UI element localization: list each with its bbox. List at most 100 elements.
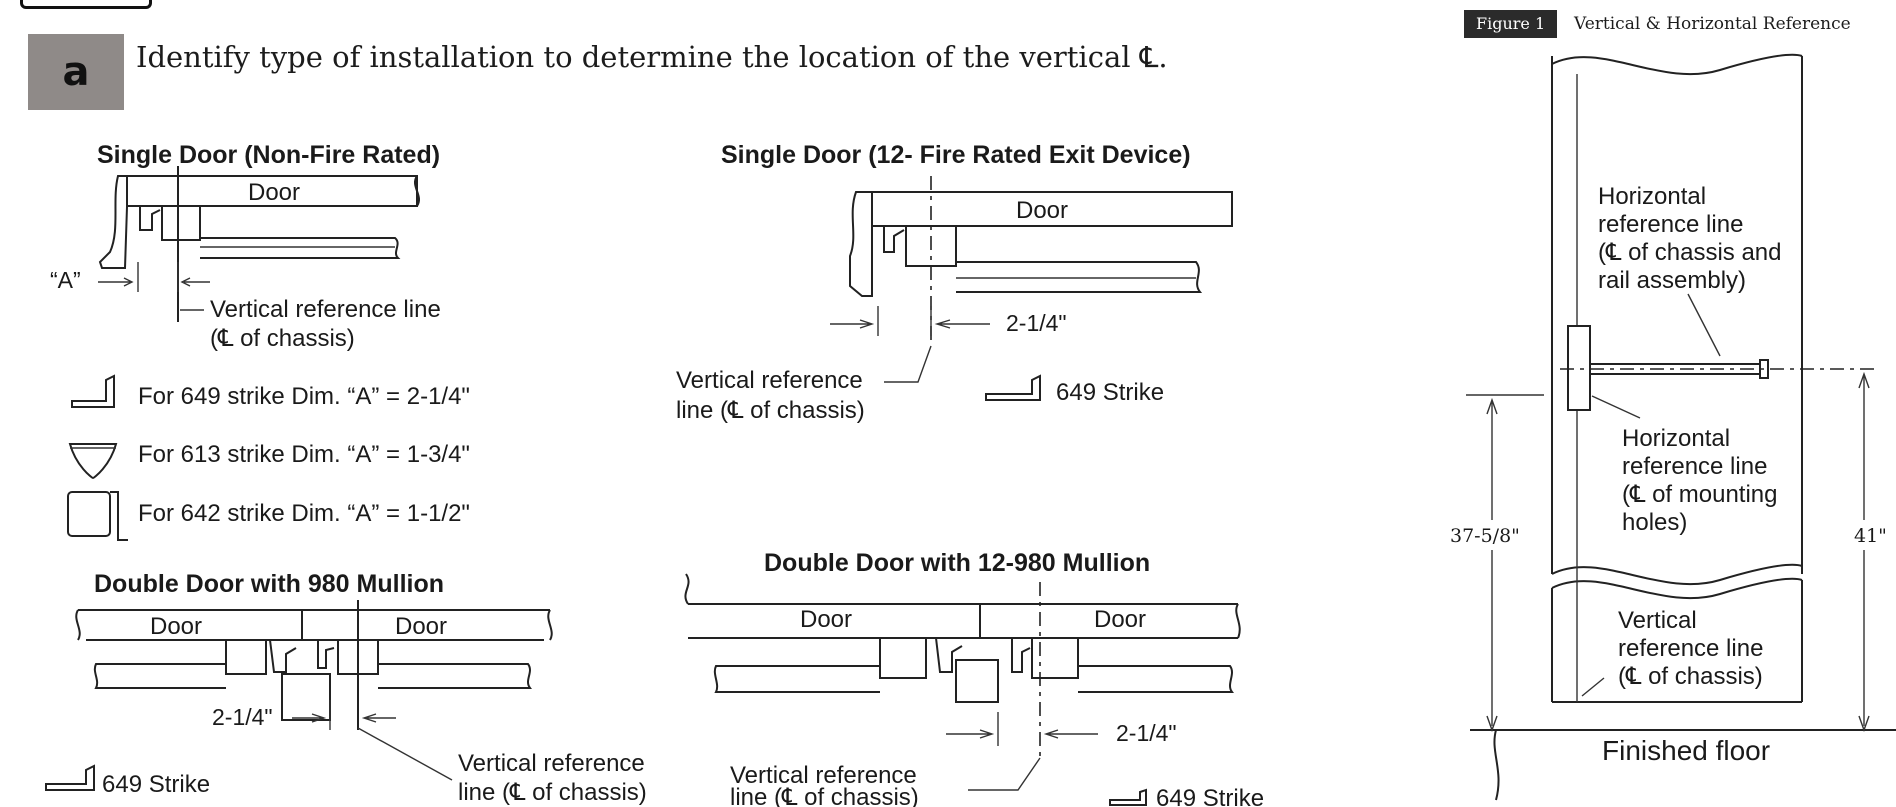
dim-right-arrows <box>1858 371 1870 733</box>
floor-label: Finished floor <box>1602 735 1770 766</box>
ref-line-label: Vertical reference line <box>210 296 441 323</box>
right-strike <box>1011 638 1031 673</box>
left-rail <box>713 637 881 693</box>
leader-2 <box>1591 395 1641 419</box>
diagram-double-980: Double Door with 980 Mullion Door Door 2… <box>45 570 647 806</box>
horiz-ref-1-line2: reference line <box>1598 211 1743 238</box>
rail-assembly <box>955 226 1203 293</box>
dim-right-label: 41" <box>1854 525 1887 547</box>
right-chassis <box>1031 637 1079 679</box>
door-panels <box>75 609 553 641</box>
step-instruction: Identify type of installation to determi… <box>136 40 1168 74</box>
horiz-ref-1-line4: rail assembly) <box>1598 267 1746 294</box>
vert-ref-line1: Vertical <box>1618 607 1697 634</box>
ref-line-label: Vertical reference <box>676 367 863 394</box>
mullion <box>281 673 331 721</box>
leader-3 <box>1581 677 1605 697</box>
ref-line-sublabel: line (℄ of chassis) <box>676 397 865 424</box>
dim-label: 2-1/4" <box>1116 720 1177 746</box>
649-strike-icon <box>45 764 95 791</box>
door-right-label: Door <box>1094 606 1146 633</box>
left-strike <box>935 637 963 673</box>
right-rail <box>1077 638 1234 693</box>
door-label: Door <box>248 179 300 206</box>
mullion <box>955 659 999 703</box>
dim-arrows <box>946 729 1098 739</box>
door-left-label: Door <box>150 613 202 640</box>
strike-item-649: For 649 strike Dim. “A” = 2-1/4" <box>138 383 470 410</box>
left-chassis <box>879 637 927 679</box>
top-break <box>1551 53 1803 76</box>
left-chassis <box>225 639 267 675</box>
vert-ref-line2: reference line <box>1618 635 1763 662</box>
dim-arrows <box>830 319 990 329</box>
diagram-title: Single Door (Non-Fire Rated) <box>97 141 440 169</box>
strike-label: 649 Strike <box>102 771 210 798</box>
dim-label: 2-1/4" <box>1006 310 1067 336</box>
dim-arrows <box>292 713 396 723</box>
left-rail <box>92 639 227 689</box>
diagram-title: Single Door (12- Fire Rated Exit Device) <box>721 141 1191 169</box>
dim-label: 2-1/4" <box>212 704 273 730</box>
ref-line-label: Vertical reference <box>730 762 917 789</box>
ref-line-sublabel: line (℄ of chassis) <box>730 784 919 807</box>
figure-title: Vertical & Horizontal Reference <box>1574 14 1851 34</box>
chassis-plate <box>1567 325 1591 411</box>
mid-break-2 <box>1551 577 1803 600</box>
horiz-ref-1-line1: Horizontal <box>1598 183 1706 210</box>
strike-item-642: For 642 strike Dim. “A” = 1-1/2" <box>138 500 470 527</box>
door-panel <box>871 191 1233 227</box>
chassis <box>161 205 201 241</box>
step-badge: a <box>28 34 124 110</box>
ref-leader <box>968 757 1041 791</box>
top-box-edge <box>20 0 152 9</box>
door-bottom <box>1551 580 1803 703</box>
horiz-ref-1-line3: (℄ of chassis and <box>1598 239 1782 266</box>
649-strike-icon <box>985 374 1041 401</box>
649-strike-icon <box>1109 788 1147 806</box>
door-frame <box>98 175 130 269</box>
door-panels <box>684 573 1241 639</box>
diagram-single-nonfire: Single Door (Non-Fire Rated) Door “A” Ve… <box>50 141 470 541</box>
right-strike <box>317 640 335 669</box>
ref-line-sublabel: (℄ of chassis) <box>210 325 355 352</box>
diagram-double-12-980: Double Door with 12-980 Mullion Door Doo… <box>684 549 1264 807</box>
ref-leader <box>884 345 932 383</box>
break-line <box>414 175 420 207</box>
613-strike-icon <box>68 443 118 480</box>
dim-a-arrows <box>98 277 210 287</box>
strike-label: 649 Strike <box>1156 785 1264 807</box>
649-strike-icon <box>71 374 115 408</box>
horiz-ref-2-line1: Horizontal <box>1622 425 1730 452</box>
left-strike <box>269 639 297 673</box>
horiz-ref-2-line2: reference line <box>1622 453 1767 480</box>
diagram-single-fire: Single Door (12- Fire Rated Exit Device)… <box>676 141 1233 424</box>
mid-break-1 <box>1551 563 1803 586</box>
ref-leader <box>357 727 453 781</box>
strike-item-613: For 613 strike Dim. “A” = 1-3/4" <box>138 441 470 468</box>
figure-1-diagram: Horizontal reference line (℄ of chassis … <box>1446 53 1896 801</box>
642-strike-icon <box>67 491 128 541</box>
horiz-ref-2-line4: holes) <box>1622 509 1687 536</box>
dim-left-arrows <box>1486 397 1498 733</box>
rail-assembly <box>1590 363 1760 375</box>
door-panel <box>126 175 418 207</box>
strike-profile <box>883 226 905 253</box>
rail-assembly <box>199 206 401 259</box>
door-left-label: Door <box>800 606 852 633</box>
ref-line-sublabel: line (℄ of chassis) <box>458 779 647 806</box>
dim-left-label: 37-5/8" <box>1450 525 1520 547</box>
vert-ref-line3: (℄ of chassis) <box>1618 663 1763 690</box>
strike-label: 649 Strike <box>1056 379 1164 406</box>
door-right-label: Door <box>395 613 447 640</box>
floor-break <box>1493 729 1500 801</box>
diagram-title: Double Door with 12-980 Mullion <box>764 549 1150 577</box>
leader-1 <box>1687 293 1721 357</box>
strike-profile <box>139 206 161 231</box>
figure-badge: Figure 1 <box>1464 10 1558 38</box>
diagram-title: Double Door with 980 Mullion <box>94 570 444 598</box>
ref-line-label: Vertical reference <box>458 750 645 777</box>
dim-a-label: “A” <box>50 267 81 293</box>
horiz-ref-2-line3: (℄ of mounting <box>1622 481 1777 508</box>
